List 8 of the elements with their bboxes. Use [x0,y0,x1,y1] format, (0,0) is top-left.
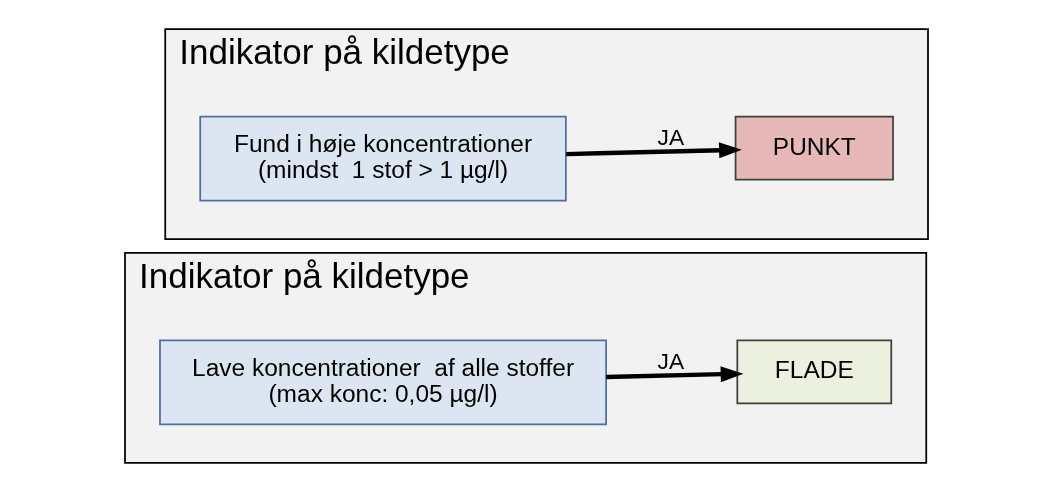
edge-label: JA [657,124,685,151]
node-box: Fund i høje koncentrationer (mindst 1 stof > 1 µg/l) [199,115,567,202]
arrow [566,142,742,159]
arrow [606,366,744,383]
edge-label: JA [657,348,685,375]
node-box: FLADE [736,339,893,405]
node-box: Lave koncentrationer af alle stoffer (max konc: 0,05 µg/l) [159,339,607,426]
node-box: PUNKT [734,115,894,181]
